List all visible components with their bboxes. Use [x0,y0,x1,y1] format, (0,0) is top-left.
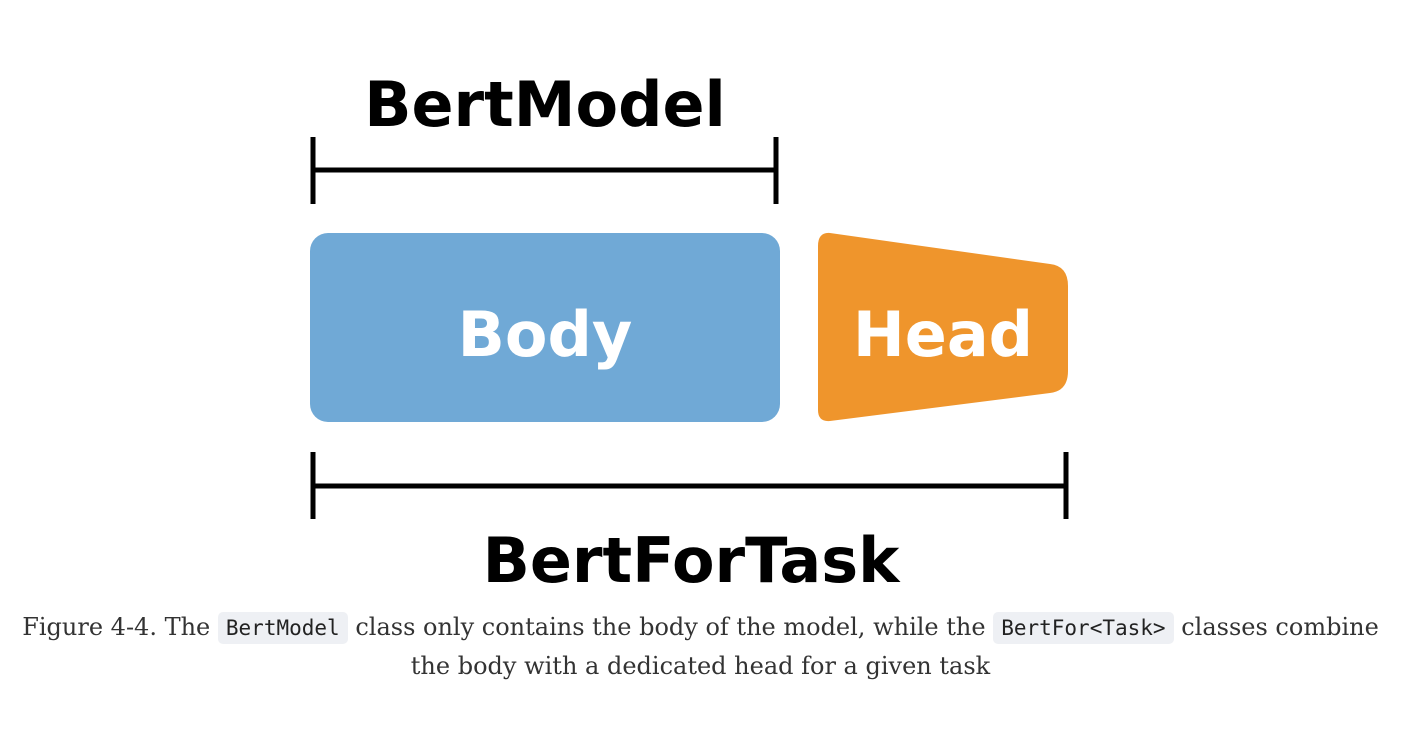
caption-prefix: Figure 4-4. The [22,613,211,641]
body-box [310,233,780,422]
head-label: Head [853,298,1033,371]
bertfortask-label: BertForTask [483,524,902,597]
head-block: Head [818,232,1068,422]
architecture-diagram: BertModel Body Head BertForTask [310,68,1069,597]
caption-middle: class only contains the body of the mode… [355,613,986,641]
bertmodel-label: BertModel [364,68,726,141]
body-block: Body [310,233,780,422]
body-label: Body [458,298,633,371]
caption-code-bertfortask: BertFor<Task> [993,612,1174,644]
bertfortask-bracket [310,452,1069,519]
bertmodel-bracket [310,137,779,204]
caption-code-bertmodel: BertModel [217,612,348,644]
caption-suffix: classes combine the body with a dedicate… [410,613,1379,680]
head-box [818,232,1068,422]
figure-caption: Figure 4-4. The BertModel class only con… [0,608,1401,685]
